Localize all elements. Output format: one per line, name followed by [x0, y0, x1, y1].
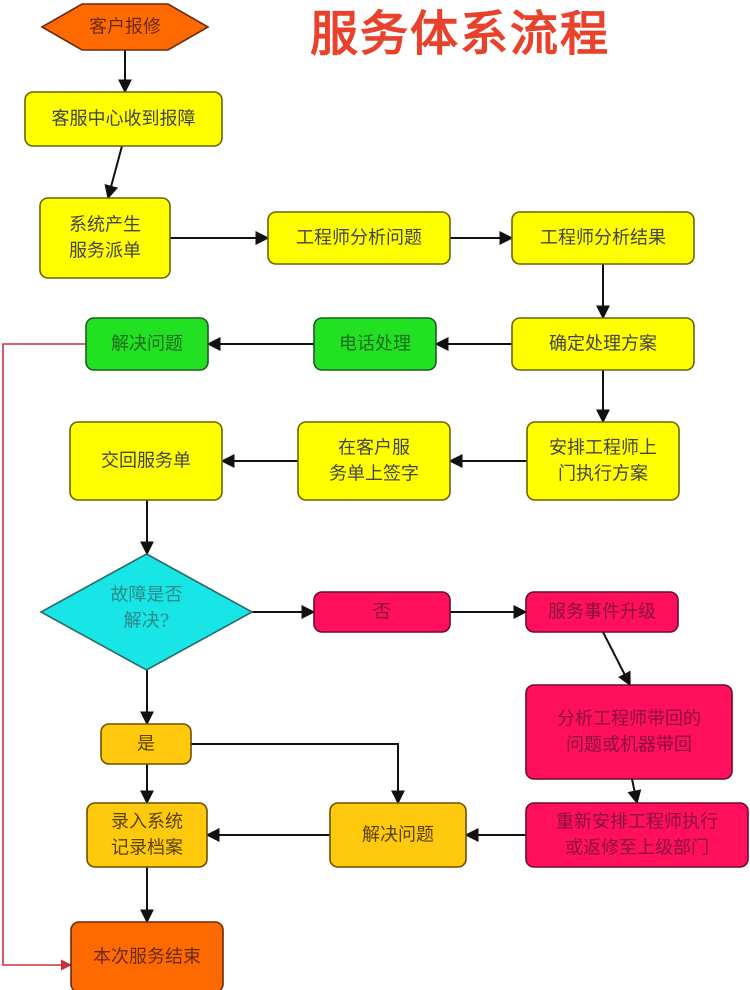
arrow-receive-to-dispatch	[104, 145, 123, 200]
node-shape	[69, 421, 223, 501]
node-shape	[267, 211, 451, 265]
node-label: 解决问题	[111, 334, 183, 355]
node-label: 务单上签字	[329, 464, 419, 485]
node-label: 重新安排工程师执行	[556, 812, 718, 833]
node-label: 解决?	[124, 611, 170, 632]
node-receive: 客服中心收到报障	[24, 91, 223, 147]
node-label: 分析工程师带回的	[557, 709, 701, 730]
node-shape	[526, 421, 680, 501]
node-shape	[525, 802, 749, 868]
node-shape	[511, 317, 695, 371]
node-shape	[40, 3, 210, 51]
node-label: 问题或机器带回	[566, 735, 692, 756]
node-label: 服务事件升级	[548, 602, 656, 623]
node-shape	[525, 684, 733, 780]
node-shape	[70, 921, 224, 990]
node-yes: 是	[100, 723, 192, 765]
node-label: 客户报修	[89, 17, 161, 38]
node-analyze: 工程师分析问题	[267, 211, 451, 265]
node-label: 工程师分析问题	[296, 228, 422, 249]
node-shape	[511, 211, 695, 265]
arrow-escalate-to-analyze_returned	[602, 631, 631, 687]
node-label: 交回服务单	[101, 451, 191, 472]
arrow-solve_phone-to-end	[2, 343, 86, 971]
node-label: 故障是否	[111, 585, 183, 606]
node-shape	[313, 591, 451, 633]
node-shape	[86, 802, 208, 868]
node-start: 客户报修	[40, 3, 210, 51]
node-shape	[100, 723, 192, 765]
node-label: 安排工程师上	[549, 438, 657, 459]
node-plan: 确定处理方案	[511, 317, 695, 371]
node-label: 在客户服	[338, 438, 410, 459]
node-shape	[39, 553, 254, 671]
node-shape	[313, 317, 437, 371]
node-shape	[329, 802, 467, 868]
node-label: 记录档案	[111, 838, 183, 859]
node-label: 工程师分析结果	[540, 228, 666, 249]
node-phone: 电话处理	[313, 317, 437, 371]
connectors	[2, 50, 642, 971]
node-label: 门执行方案	[558, 464, 648, 485]
node-label: 是	[137, 734, 155, 755]
node-shape	[24, 91, 223, 147]
node-label: 客服中心收到报障	[52, 109, 196, 130]
node-escalate: 服务事件升级	[525, 591, 679, 633]
node-return-form: 交回服务单	[69, 421, 223, 501]
node-shape	[85, 317, 209, 371]
node-label: 服务派单	[69, 241, 141, 262]
node-label: 系统产生	[69, 215, 141, 236]
node-label: 电话处理	[339, 334, 411, 355]
node-no: 否	[313, 591, 451, 633]
node-analyze-result: 工程师分析结果	[511, 211, 695, 265]
node-label: 确定处理方案	[549, 334, 657, 355]
node-label: 录入系统	[111, 812, 183, 833]
arrow-analyze_returned-to-reassign	[627, 778, 642, 805]
node-shape	[39, 197, 171, 279]
node-shape	[297, 421, 451, 501]
node-solve-phone: 解决问题	[85, 317, 209, 371]
node-label: 否	[373, 602, 391, 623]
node-label: 或返修至上级部门	[565, 838, 709, 859]
diagram-title: 服务体系流程	[310, 6, 611, 62]
node-label: 本次服务结束	[93, 947, 201, 968]
node-label: 解决问题	[362, 825, 434, 846]
node-solve: 解决问题	[329, 802, 467, 868]
arrow-yes-to-solve	[191, 743, 405, 805]
node-end: 本次服务结束	[70, 921, 224, 990]
node-shape	[525, 591, 679, 633]
